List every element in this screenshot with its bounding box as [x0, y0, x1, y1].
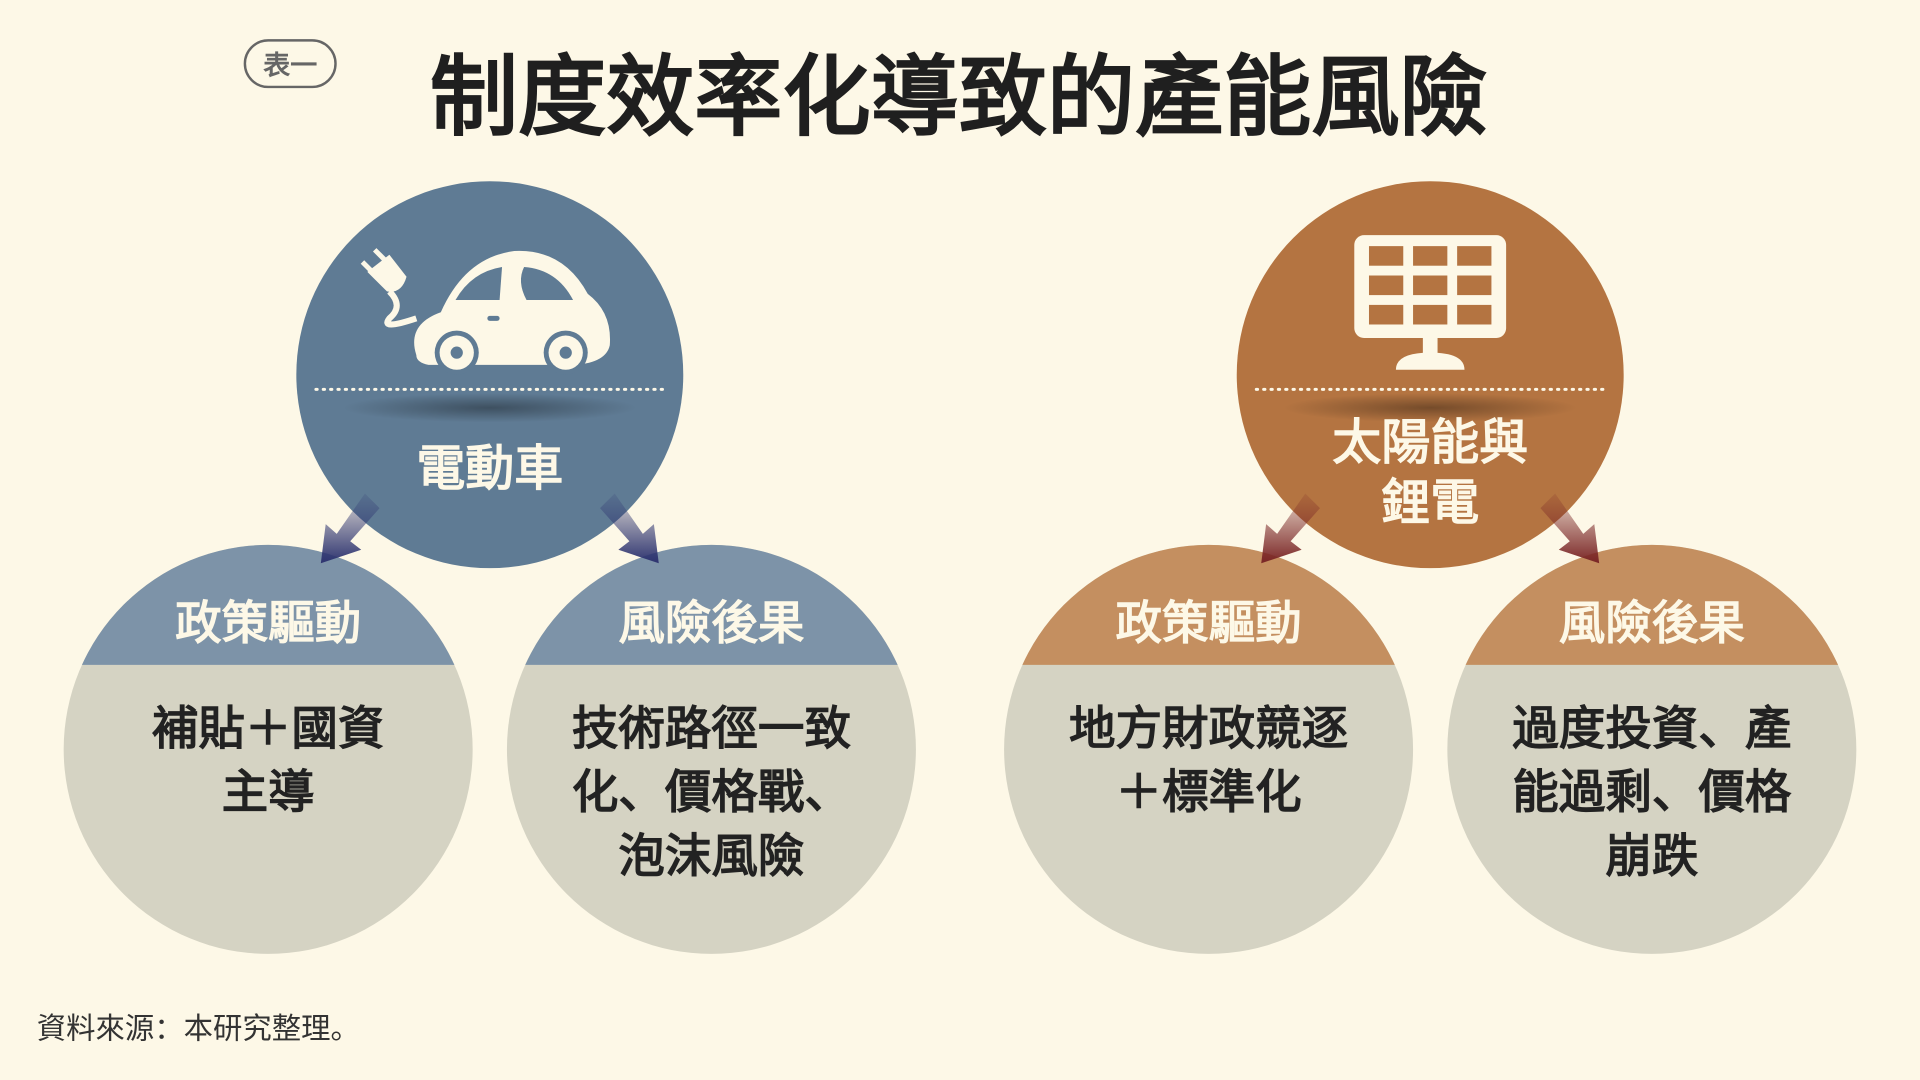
ev-risk-circle: 風險後果 技術路徑一致 化、價格戰、 泡沫風險 [506, 544, 916, 954]
table-tag-label: 表一 [263, 51, 317, 82]
solar-risk-circle: 風險後果 過度投資、產 能過剩、價格 崩跌 [1447, 544, 1857, 954]
solar-policy-line: 地方財政競逐 [1069, 701, 1349, 755]
solar-policy-header: 政策驅動 [1116, 596, 1302, 650]
ev-policy-circle: 政策驅動 補貼＋國資 主導 [63, 544, 473, 954]
arrow-down-right-icon [600, 493, 659, 564]
divider-shadow [1283, 393, 1578, 423]
ev-policy-line: 主導 [222, 765, 315, 819]
ev-policy-line: 補貼＋國資 [152, 701, 385, 755]
ev-risk-line: 泡沫風險 [618, 829, 804, 883]
solar-panel-icon [1354, 235, 1507, 370]
divider-shadow [342, 393, 637, 423]
source-note: 資料來源：本研究整理。 [37, 1011, 360, 1045]
solar-risk-line: 過度投資、產 [1512, 701, 1791, 755]
page-title: 制度效率化導致的產能風險 [430, 45, 1488, 148]
solar-title-line2: 鋰電 [1381, 474, 1479, 531]
group-ev: 政策驅動 補貼＋國資 主導 風險後果 技術路徑一致 化、價格戰、 泡沫風險 [63, 181, 916, 954]
solar-risk-line: 能過剩、價格 [1512, 765, 1792, 819]
ev-risk-line: 化、價格戰、 [572, 765, 851, 819]
solar-main-circle [1236, 181, 1624, 569]
group-solar: 政策驅動 地方財政競逐 ＋標準化 風險後果 過度投資、產 能過剩、價格 崩跌 太… [1004, 181, 1857, 954]
ev-title: 電動車 [416, 440, 563, 497]
solar-title-line1: 太陽能與 [1332, 414, 1528, 471]
solar-risk-line: 崩跌 [1605, 829, 1699, 883]
ev-risk-header: 風險後果 [618, 596, 805, 650]
solar-policy-circle: 政策驅動 地方財政競逐 ＋標準化 [1004, 544, 1414, 954]
arrow-down-left-icon [1261, 493, 1320, 564]
arrow-down-left-icon [320, 493, 380, 564]
solar-risk-header: 風險後果 [1559, 596, 1746, 650]
arrow-down-right-icon [1540, 493, 1600, 564]
ev-policy-header: 政策驅動 [175, 596, 361, 650]
ev-risk-line: 技術路徑一致 [572, 701, 852, 755]
table-tag: 表一 [243, 39, 337, 89]
electric-car-icon [360, 248, 611, 375]
solar-policy-line: ＋標準化 [1116, 765, 1302, 819]
